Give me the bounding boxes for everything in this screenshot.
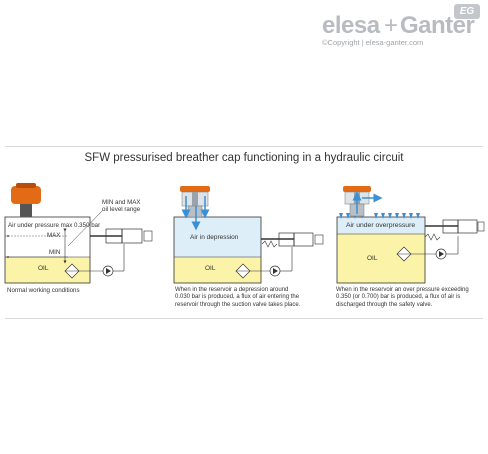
p1-tank — [4, 216, 91, 284]
top-divider — [5, 146, 483, 147]
page-title: SFW pressurised breather cap functioning… — [84, 152, 404, 164]
p1-cylinder — [90, 228, 153, 244]
panel-3 — [336, 186, 485, 284]
p2-tank — [173, 216, 262, 284]
p3-air-region — [337, 217, 425, 234]
p3-caption: When in the reservoir an over pressure e… — [336, 287, 469, 308]
p2-air-label: Air in depression — [190, 234, 239, 241]
bottom-divider — [5, 318, 483, 319]
p3-cylinder — [425, 219, 485, 234]
p3-oil-region — [337, 234, 425, 283]
p3-oil-label: OIL — [367, 255, 378, 262]
eg-badge: EG — [454, 4, 480, 19]
p2-oil-label: OIL — [205, 265, 216, 272]
p1-air-label: Air under pressure max 0.350 bar — [8, 222, 101, 229]
p2-air-region — [174, 217, 261, 257]
p1-air-region — [5, 217, 90, 257]
brand-logo: elesa + Ganter ©Copyright | elesa-ganter… — [322, 8, 482, 52]
panel-2 — [173, 186, 324, 284]
p1-max-label: MAX — [47, 232, 61, 239]
logo-plus-text: + — [384, 12, 398, 39]
copyright-text: ©Copyright | elesa-ganter.com — [322, 38, 424, 47]
p3-air-label: Air under overpressure — [346, 222, 416, 229]
p1-caption: Normal working conditions — [7, 287, 80, 294]
p3-tank — [336, 216, 426, 284]
logo-elesa-text: elesa — [322, 12, 380, 39]
p2-cylinder — [261, 232, 324, 247]
panel-1 — [4, 183, 153, 284]
p2-caption: When in the reservoir a depression aroun… — [175, 287, 301, 308]
p1-min-max-callout: MIN and MAX oil level range — [102, 199, 141, 214]
p1-oil-label: OIL — [38, 265, 49, 272]
p1-min-label: MIN — [49, 249, 61, 256]
p2-breather-cap — [180, 186, 210, 218]
p1-breather-cap — [11, 183, 41, 217]
